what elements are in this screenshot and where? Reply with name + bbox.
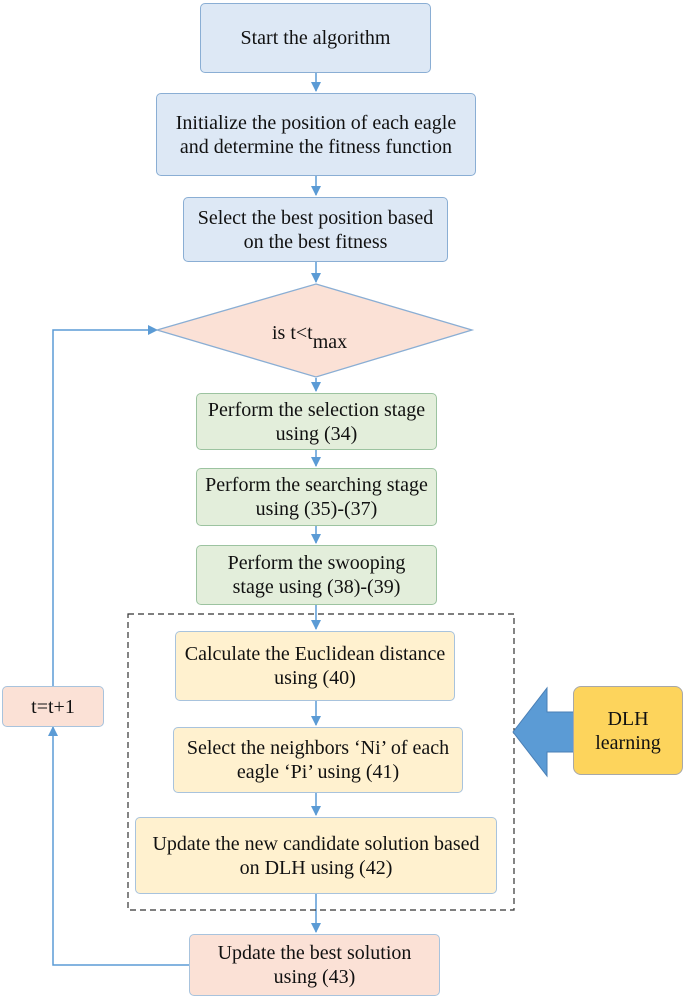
neighbors-node: Select the neighbors ‘Ni’ of each eagle … [173,727,463,793]
selection-stage-node: Perform the selection stage using (34) [196,393,437,450]
select-best-node: Select the best position based on the be… [183,197,448,262]
init-node: Initialize the position of each eagle an… [156,93,476,176]
decision-diamond [154,283,475,378]
update-best-node: Update the best solution using (43) [189,934,440,996]
candidate-node: Update the new candidate solution based … [135,817,497,894]
dlh-learning-node: DLH learning [573,686,683,775]
increment-node: t=t+1 [2,686,104,727]
euclidean-node: Calculate the Euclidean distance using (… [175,631,455,701]
swooping-stage-node: Perform the swooping stage using (38)-(3… [196,545,437,605]
start-node: Start the algorithm [200,3,431,73]
decision-subscript: max [312,331,348,353]
decision-text: is t<t [272,322,313,344]
searching-stage-node: Perform the searching stage using (35)-(… [196,468,437,526]
loop-update-to-increment [48,726,189,966]
loop-increment-to-decision [52,325,158,686]
dlh-arrow [512,686,576,778]
dlh-group-border [127,613,515,911]
connectors [48,73,321,966]
decision-label: is t<tmax [272,321,347,354]
